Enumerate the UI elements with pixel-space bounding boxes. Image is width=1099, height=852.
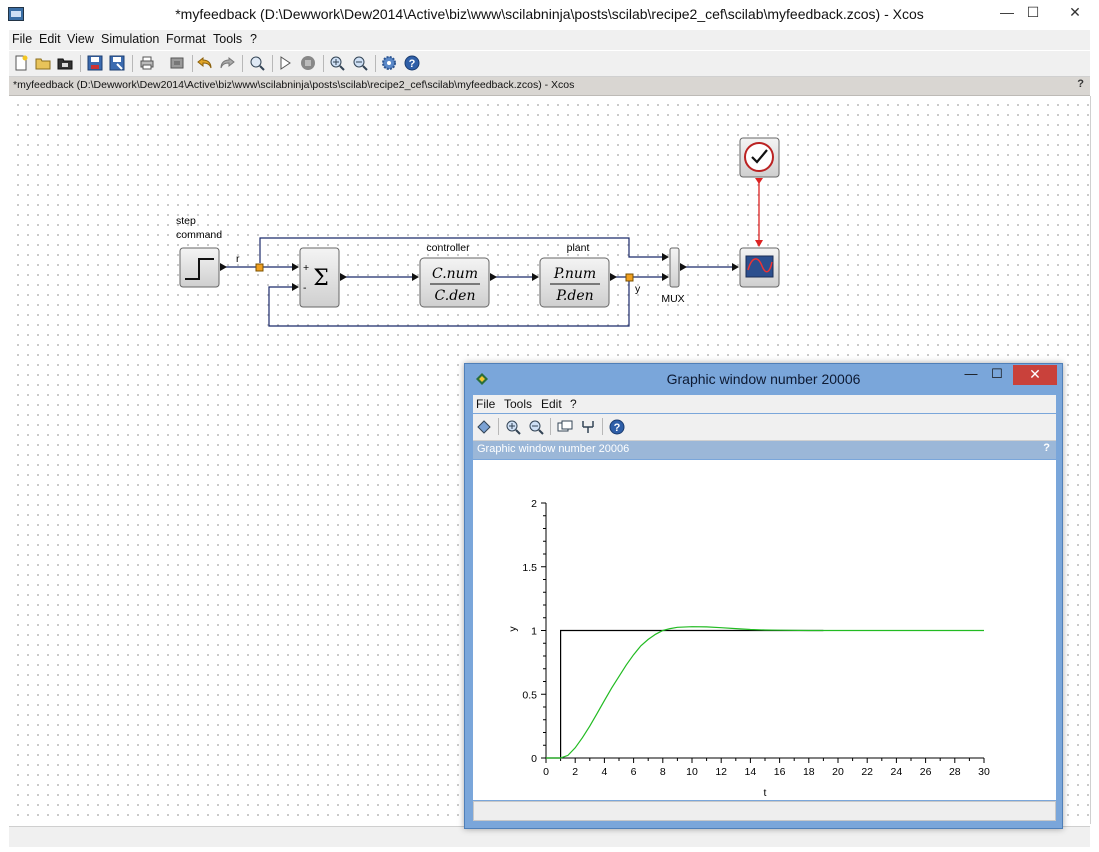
- svg-text:?: ?: [614, 422, 621, 434]
- status-bar: [9, 826, 1090, 847]
- document-tab-title[interactable]: *myfeedback (D:\Dewwork\Dew2014\Active\b…: [13, 79, 575, 91]
- y-tick-label: 2: [531, 498, 537, 510]
- minimize-button[interactable]: —: [1000, 4, 1014, 20]
- rotate-icon[interactable]: [557, 419, 573, 435]
- zoom-in-icon[interactable]: [329, 55, 345, 71]
- toolbar-separator: [192, 55, 193, 72]
- toolbar-separator: [80, 55, 81, 72]
- save-as-icon[interactable]: [109, 55, 125, 71]
- redo-icon[interactable]: [219, 55, 235, 71]
- menu-bar: File Edit View Simulation Format Tools ?: [9, 30, 1090, 50]
- x-tick-label: 10: [686, 766, 698, 778]
- graphic-menu-help[interactable]: ?: [570, 397, 577, 411]
- graphic-tab-bar: Graphic window number 20006 ?: [473, 441, 1056, 459]
- y-tick-label: 1: [531, 626, 537, 638]
- open-folder-icon[interactable]: [35, 55, 51, 71]
- toolbar-separator: [242, 55, 243, 72]
- graphic-menu-file[interactable]: File: [476, 397, 496, 411]
- y-tick-label: 0: [531, 753, 537, 765]
- graphic-menu-edit[interactable]: Edit: [541, 397, 562, 411]
- graphic-maximize-button[interactable]: ☐: [991, 366, 1003, 381]
- graphic-status-bar: [473, 801, 1056, 821]
- window-title: *myfeedback (D:\Dewwork\Dew2014\Active\b…: [175, 6, 924, 22]
- x-tick-label: 0: [543, 766, 549, 778]
- graphic-tab-help-button[interactable]: ?: [1043, 442, 1050, 454]
- stop-simulation-icon[interactable]: [300, 55, 316, 71]
- y-tick-label: 0.5: [522, 689, 537, 701]
- graphic-tab-title[interactable]: Graphic window number 20006: [477, 443, 630, 455]
- y-tick-label: 1.5: [522, 562, 537, 574]
- print-icon[interactable]: [139, 55, 155, 71]
- x-tick-label: 8: [660, 766, 666, 778]
- menu-file[interactable]: File: [12, 32, 33, 46]
- maximize-button[interactable]: ☐: [1026, 4, 1040, 20]
- menu-help[interactable]: ?: [250, 32, 257, 46]
- xcos-app-icon: [8, 7, 24, 21]
- toolbar-separator: [550, 418, 551, 435]
- x-tick-label: 4: [601, 766, 607, 778]
- undo-icon[interactable]: [197, 55, 213, 71]
- tab-help-button[interactable]: ?: [1077, 78, 1084, 90]
- setup-gear-icon[interactable]: [381, 55, 397, 71]
- save-icon[interactable]: [87, 55, 103, 71]
- datatip-manager-icon[interactable]: [580, 419, 596, 435]
- menu-tools[interactable]: Tools: [213, 32, 243, 46]
- graphic-menu-tools[interactable]: Tools: [504, 397, 533, 411]
- zoom-icon[interactable]: [505, 419, 521, 435]
- fit-diagram-icon[interactable]: [249, 55, 265, 71]
- graphic-window-title-bar[interactable]: Graphic window number 20006 — ☐ ✕: [465, 364, 1062, 394]
- x-tick-label: 18: [803, 766, 815, 778]
- document-tab-bar: *myfeedback (D:\Dewwork\Dew2014\Active\b…: [9, 77, 1090, 96]
- close-button[interactable]: ✕: [1069, 4, 1081, 20]
- x-tick-label: 24: [891, 766, 903, 778]
- toolbar-separator: [498, 418, 499, 435]
- graphic-close-button[interactable]: ✕: [1013, 365, 1057, 385]
- graphic-menu-bar: File Tools Edit ?: [473, 395, 1056, 413]
- menu-format[interactable]: Format: [166, 32, 206, 46]
- graphic-minimize-button[interactable]: —: [964, 366, 978, 381]
- title-bar: *myfeedback (D:\Dewwork\Dew2014\Active\b…: [0, 0, 1099, 30]
- x-tick-label: 28: [949, 766, 961, 778]
- datatip-icon[interactable]: [476, 419, 492, 435]
- x-tick-label: 22: [861, 766, 873, 778]
- menu-simulation[interactable]: Simulation: [101, 32, 160, 46]
- graphic-toolbar: ?: [473, 414, 1056, 441]
- zoom-out-icon[interactable]: [528, 419, 544, 435]
- series-output-response: [546, 626, 984, 759]
- help-icon[interactable]: ?: [609, 419, 625, 435]
- x-tick-label: 2: [572, 766, 578, 778]
- x-tick-label: 26: [920, 766, 932, 778]
- menu-edit[interactable]: Edit: [39, 32, 61, 46]
- menu-view[interactable]: View: [67, 32, 94, 46]
- toolbar-separator: [132, 55, 133, 72]
- zoom-out-icon[interactable]: [352, 55, 368, 71]
- scilab-app-icon: [476, 373, 488, 385]
- plot-series: [546, 626, 984, 759]
- graphic-window-title: Graphic window number 20006: [666, 371, 861, 387]
- x-tick-label: 16: [774, 766, 786, 778]
- x-axis-label: t: [764, 787, 767, 799]
- x-tick-label: 12: [715, 766, 727, 778]
- x-tick-label: 20: [832, 766, 844, 778]
- x-tick-label: 14: [745, 766, 757, 778]
- graphic-window[interactable]: Graphic window number 20006 — ☐ ✕ File T…: [464, 363, 1063, 829]
- toolbar-separator: [375, 55, 376, 72]
- start-simulation-icon[interactable]: [277, 55, 293, 71]
- svg-text:?: ?: [409, 58, 416, 70]
- superblock-icon[interactable]: [169, 55, 185, 71]
- toolbar-separator: [323, 55, 324, 72]
- toolbar-separator: [272, 55, 273, 72]
- x-tick-label: 6: [631, 766, 637, 778]
- series-reference-step: [546, 629, 824, 759]
- new-file-icon[interactable]: [13, 55, 29, 71]
- toolbar: ?: [9, 51, 1090, 77]
- y-axis-label: y: [507, 626, 519, 632]
- help-icon[interactable]: ?: [404, 55, 420, 71]
- x-tick-label: 30: [978, 766, 990, 778]
- toolbar-separator: [602, 418, 603, 435]
- open-file-icon[interactable]: [57, 55, 73, 71]
